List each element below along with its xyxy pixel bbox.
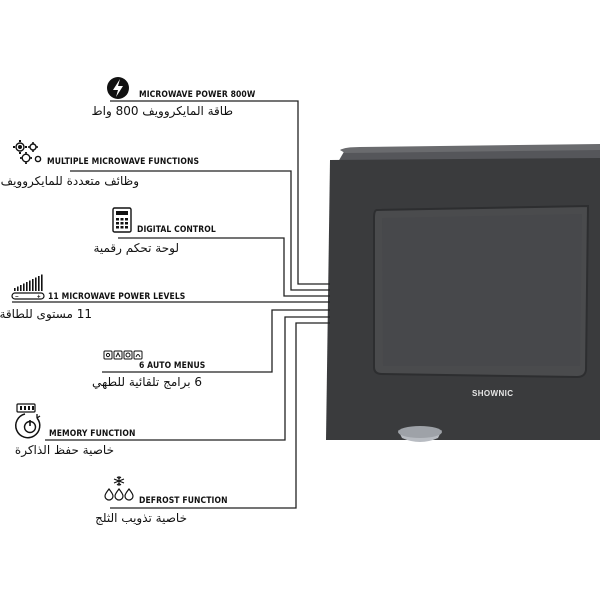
feature-label-en: 6 AUTO MENUS bbox=[139, 361, 206, 371]
connector-lines bbox=[12, 100, 330, 509]
svg-text:+: + bbox=[37, 295, 41, 301]
brand-logo: SHOWNIC bbox=[472, 389, 514, 398]
microwave-oven bbox=[326, 144, 600, 442]
lightning-bolt-icon bbox=[107, 77, 129, 99]
memory-power-icon bbox=[15, 403, 41, 439]
auto-menu-icon bbox=[103, 350, 143, 360]
connector-line-3 bbox=[118, 237, 330, 297]
microwave-top-highlight bbox=[340, 144, 600, 153]
connector-line-7 bbox=[110, 322, 330, 509]
svg-text:−: − bbox=[15, 294, 19, 300]
feature-label-en: DIGITAL CONTROL bbox=[137, 225, 216, 235]
power-levels-icon: − + bbox=[11, 274, 45, 301]
microwave-foot-base bbox=[398, 426, 442, 438]
gears-icon bbox=[13, 140, 42, 164]
feature-label-ar: خاصية تذويب الثلج bbox=[95, 511, 187, 525]
feature-label-en: MICROWAVE POWER 800W bbox=[139, 90, 256, 100]
feature-label-ar: لوحة تحكم رقمية bbox=[93, 241, 179, 255]
feature-label-ar: طاقة المايكروويف 800 واط bbox=[91, 104, 233, 118]
microwave-foot bbox=[398, 430, 442, 442]
connector-line-6 bbox=[45, 316, 330, 441]
microwave-window-mesh bbox=[382, 214, 582, 366]
feature-label-ar: 11 مستوى للطاقة bbox=[0, 307, 92, 321]
control-panel-icon bbox=[112, 207, 132, 233]
feature-label-en: DEFROST FUNCTION bbox=[139, 496, 228, 506]
feature-label-en: MEMORY FUNCTION bbox=[49, 429, 136, 439]
feature-label-ar: 6 برامج تلقائية للطهي bbox=[92, 375, 202, 389]
feature-label-ar: خاصية حفظ الذاكرة bbox=[14, 443, 114, 457]
snowflake-drops-icon bbox=[104, 476, 134, 501]
connector-line-2 bbox=[70, 170, 330, 291]
feature-label-ar: وظائف متعددة للمايكروويف bbox=[0, 174, 139, 188]
feature-label-en: MULTIPLE MICROWAVE FUNCTIONS bbox=[47, 157, 200, 167]
connector-line-1 bbox=[110, 100, 330, 285]
feature-label-en: 11 MICROWAVE POWER LEVELS bbox=[48, 292, 186, 302]
connector-line-5 bbox=[102, 309, 330, 373]
